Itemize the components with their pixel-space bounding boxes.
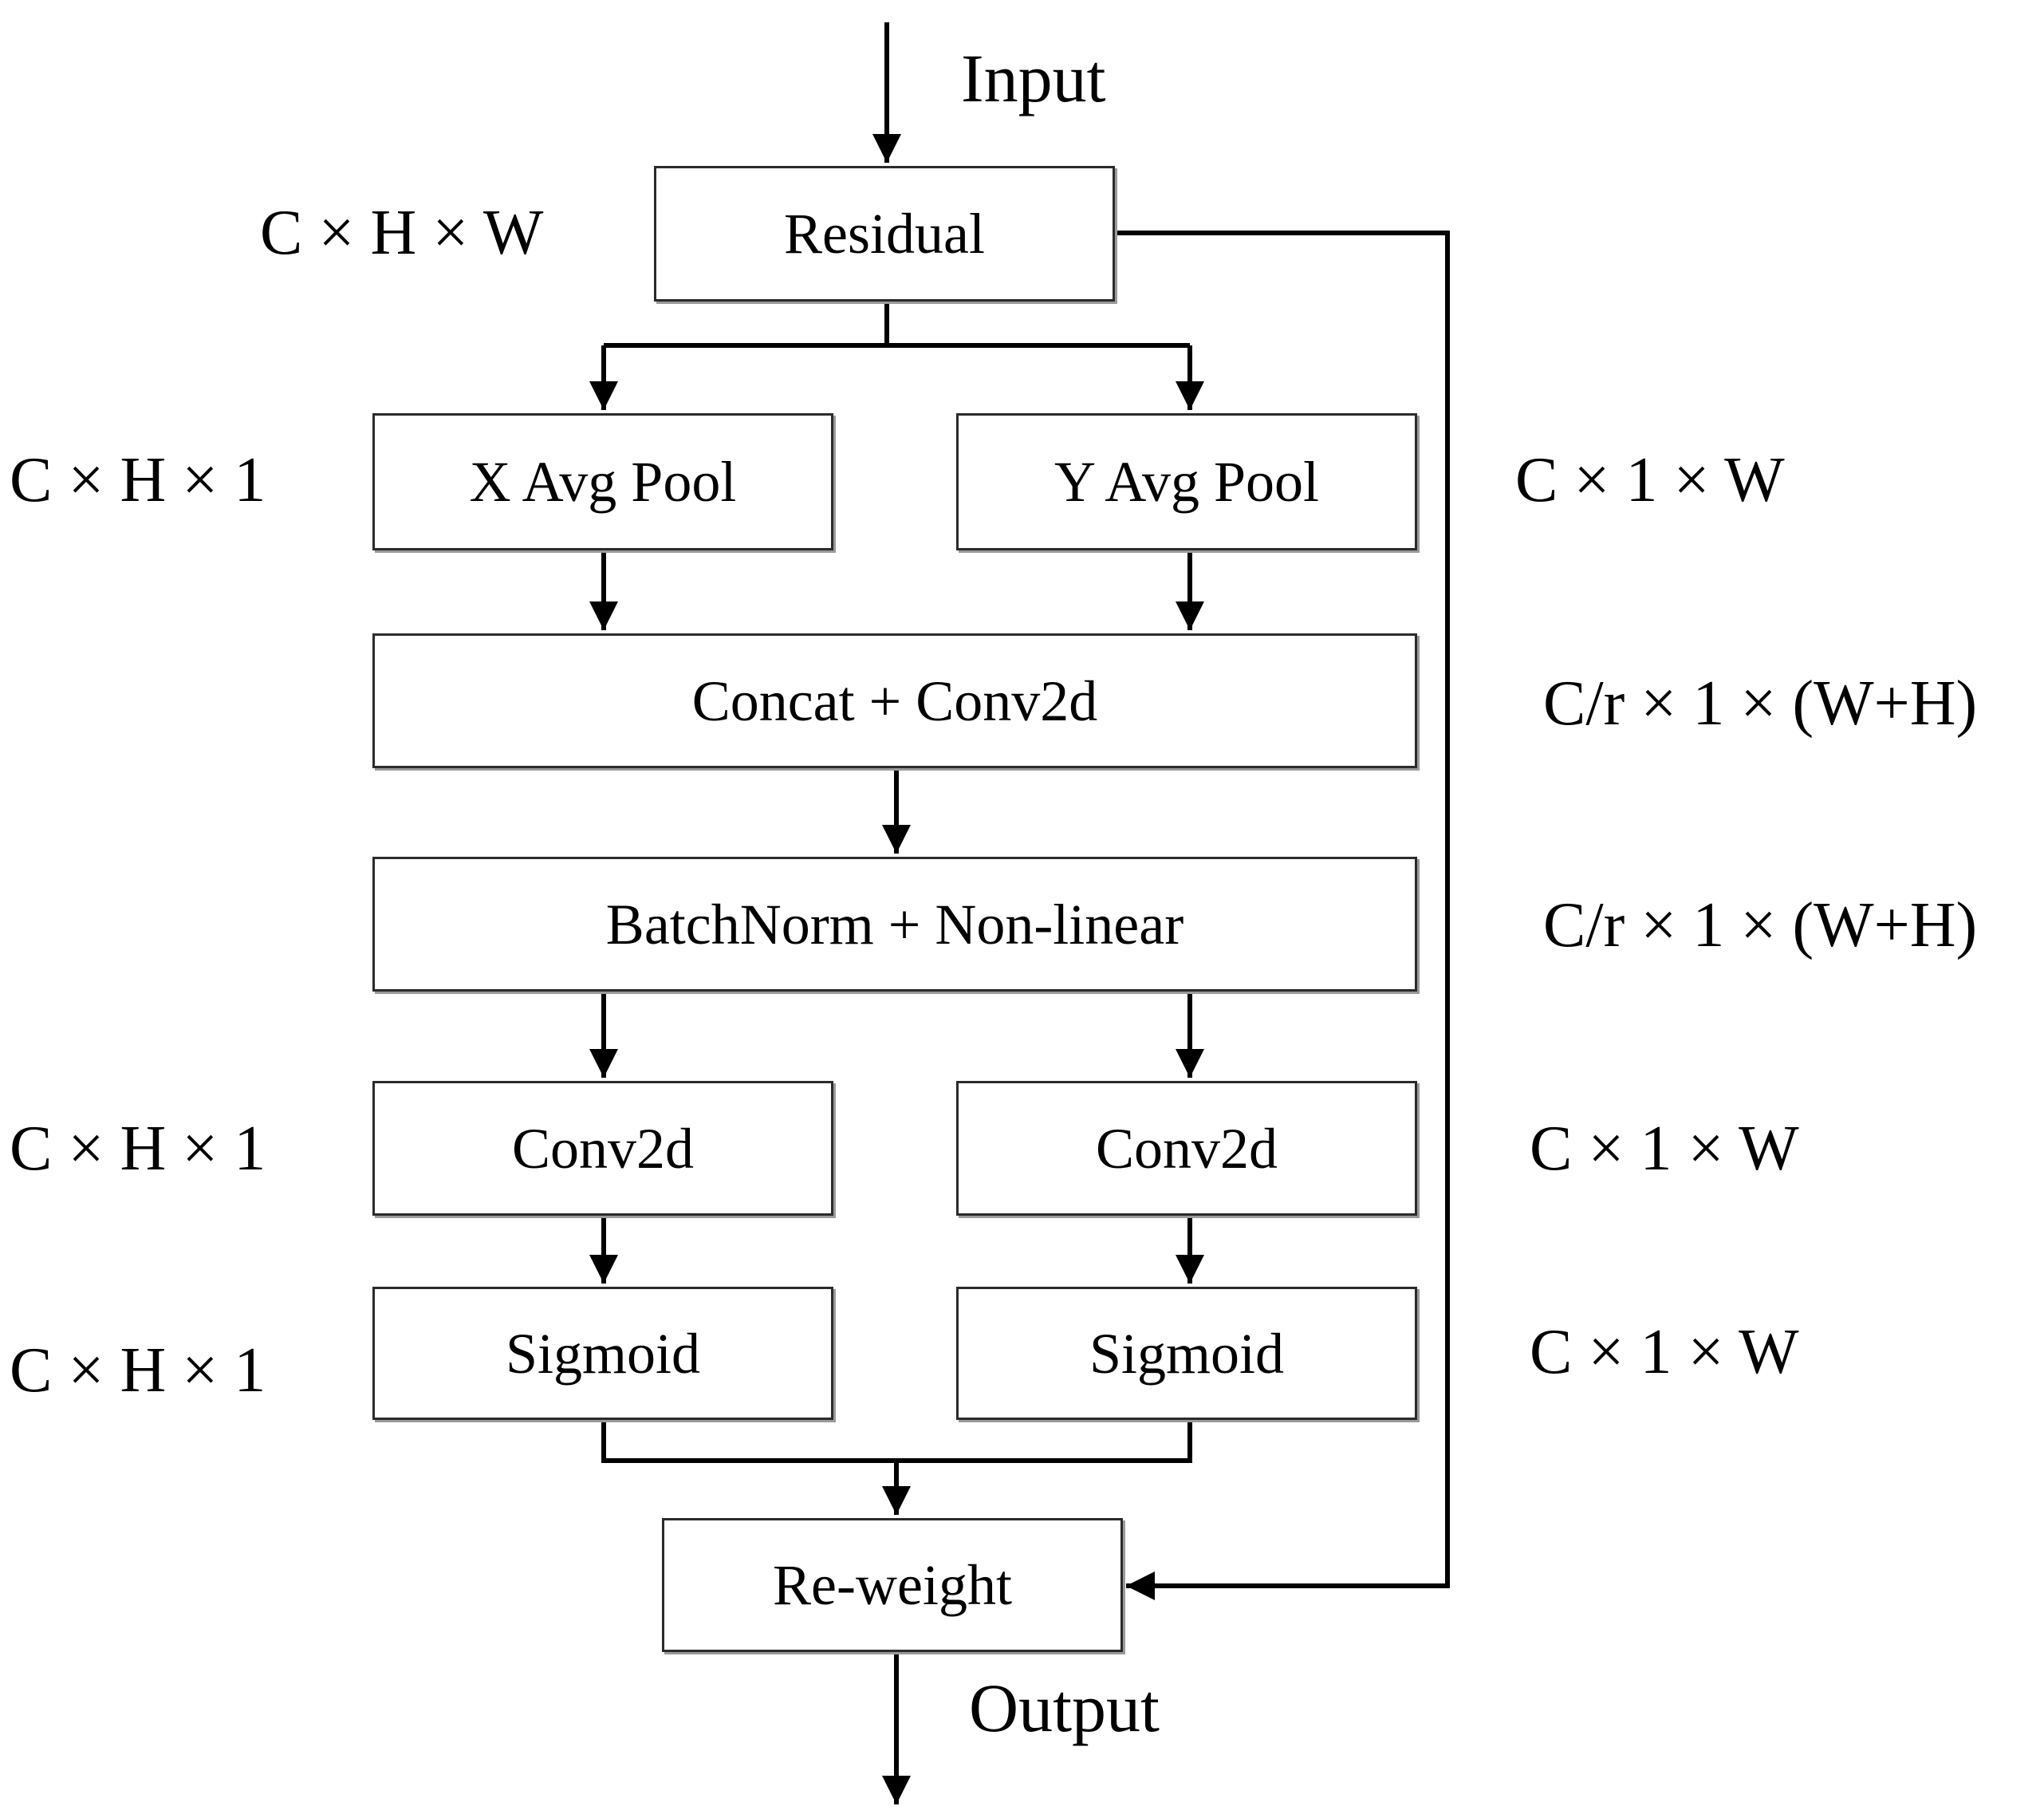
sigmoid-merge-line [601,1420,1192,1463]
residual-split-line [604,302,1190,348]
conv2d-left-block: Conv2d [372,1081,833,1216]
dim-x-avg-pool: C × H × 1 [10,445,266,515]
y-avg-pool-label: Y Avg Pool [1054,450,1320,514]
residual-block-label: Residual [784,202,985,266]
batchnorm-nonlinear-block: BatchNorm + Non-linear [372,857,1417,992]
sigmoid-right-label: Sigmoid [1089,1321,1285,1386]
output-label: Output [969,1670,1160,1746]
batchnorm-nonlinear-label: BatchNorm + Non-linear [605,892,1184,956]
dim-concat: C/r × 1 × (W+H) [1543,668,1978,739]
dim-sigmoid-right: C × 1 × W [1530,1317,1799,1387]
residual-block: Residual [654,166,1115,302]
x-avg-pool-label: X Avg Pool [469,450,737,514]
dim-y-avg-pool: C × 1 × W [1515,445,1785,515]
dim-conv-left: C × H × 1 [10,1114,266,1184]
dim-batchnorm: C/r × 1 × (W+H) [1543,890,1978,960]
dim-conv-right: C × 1 × W [1530,1114,1799,1184]
sigmoid-left-label: Sigmoid [505,1321,701,1386]
dim-sigmoid-left: C × H × 1 [10,1335,266,1406]
input-label: Input [961,40,1106,116]
sigmoid-left-block: Sigmoid [372,1287,833,1420]
x-avg-pool-block: X Avg Pool [372,413,833,550]
concat-conv2d-label: Concat + Conv2d [691,668,1098,733]
reweight-block: Re-weight [662,1518,1123,1652]
dim-residual: C × H × W [260,198,544,268]
y-avg-pool-block: Y Avg Pool [956,413,1417,550]
concat-conv2d-block: Concat + Conv2d [372,633,1417,768]
reweight-label: Re-weight [773,1553,1012,1617]
sigmoid-right-block: Sigmoid [956,1287,1417,1420]
conv2d-right-block: Conv2d [956,1081,1417,1216]
conv2d-left-label: Conv2d [511,1116,695,1181]
conv2d-right-label: Conv2d [1095,1116,1278,1181]
skip-connection-arrow [1115,231,1450,1600]
